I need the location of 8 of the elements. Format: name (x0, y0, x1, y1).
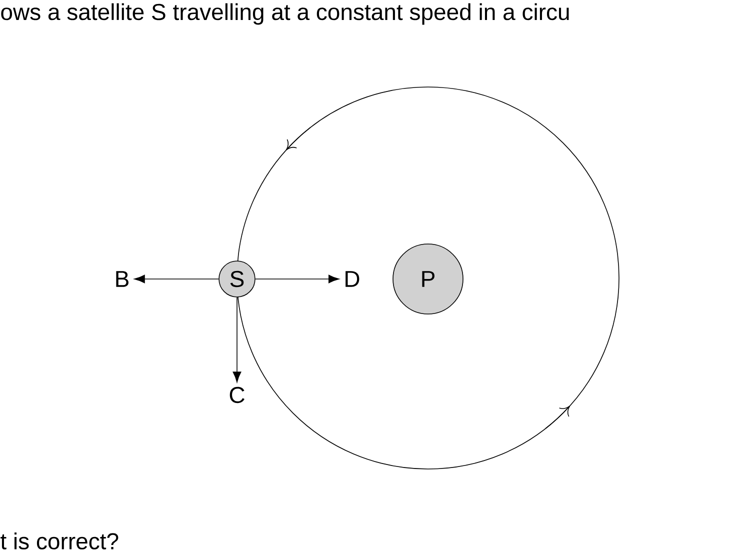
direction-label: C (230, 386, 244, 404)
arrow (134, 274, 219, 284)
direction-label: B (116, 271, 128, 287)
arrow (232, 296, 242, 382)
direction-label: D (346, 271, 360, 287)
question-text: t is correct? (0, 532, 118, 550)
arrow (255, 274, 340, 284)
question-text: ows a satellite S travelling at a constant speed in a circu (1, 3, 569, 25)
